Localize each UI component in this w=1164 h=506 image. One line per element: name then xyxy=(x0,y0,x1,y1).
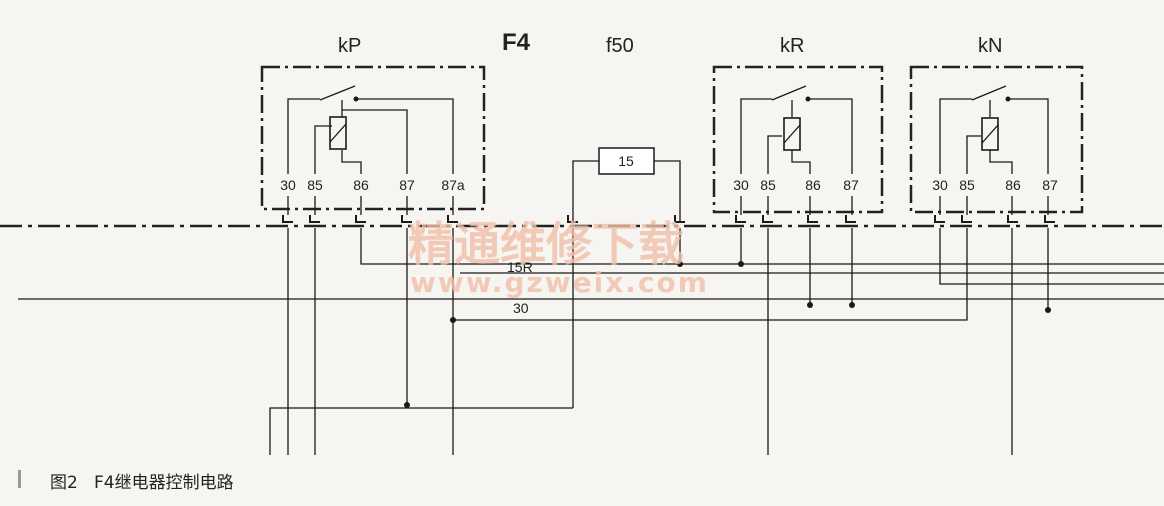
relay-kn-pin-30: 30 xyxy=(932,177,948,193)
fuse-name: f50 xyxy=(606,35,634,57)
relay-kp-box xyxy=(260,65,486,211)
watermark-text: 精通维修下载 xyxy=(408,217,684,271)
watermark-url: www.gzweix.com xyxy=(410,266,709,299)
relay-kr-pin-87: 87 xyxy=(843,177,859,193)
relay-kr-internal-wiring xyxy=(740,85,853,174)
relay-kn-pin-87: 87 xyxy=(1042,177,1058,193)
relay-kp-pin-30: 30 xyxy=(280,177,296,193)
figure-caption: 图2 F4继电器控制电路 xyxy=(50,473,234,493)
relay-kn-box xyxy=(909,65,1084,214)
connector-terminals xyxy=(282,215,1055,223)
relay-kn-internal-wiring xyxy=(939,85,1049,174)
relay-kr-name: kR xyxy=(780,35,804,57)
module-title: F4 xyxy=(502,29,531,56)
relay-kn-pin-85: 85 xyxy=(959,177,975,193)
relay-kp-internal-wiring xyxy=(287,85,454,174)
relay-kr-pin-30: 30 xyxy=(733,177,749,193)
relay-kr-box xyxy=(712,65,884,214)
relay-kp-pin-86: 86 xyxy=(353,177,369,193)
relay-kn-name: kN xyxy=(978,35,1002,57)
fuse-rating: 15 xyxy=(618,153,634,169)
relay-kp-pin-85: 85 xyxy=(307,177,323,193)
relay-kr-pin-86: 86 xyxy=(805,177,821,193)
relay-kp-pin-87a: 87a xyxy=(441,177,465,193)
relay-kr-contact-dot xyxy=(805,96,811,102)
relay-kn-pin-86: 86 xyxy=(1005,177,1021,193)
fuse-body xyxy=(598,147,655,175)
relay-kp-contact-dot xyxy=(353,96,359,102)
wire-label-30: 30 xyxy=(513,300,529,316)
wire-label-15r: 15R xyxy=(507,259,533,275)
relay-kp-pin-87: 87 xyxy=(399,177,415,193)
relay-kr-pin-85: 85 xyxy=(760,177,776,193)
relay-kp-name: kP xyxy=(338,35,361,57)
relay-kn-contact-dot xyxy=(1005,96,1011,102)
external-wiring xyxy=(18,196,1164,455)
caption-marker xyxy=(18,470,21,488)
junction-dots xyxy=(404,261,1051,408)
fuse-wiring xyxy=(572,160,681,222)
